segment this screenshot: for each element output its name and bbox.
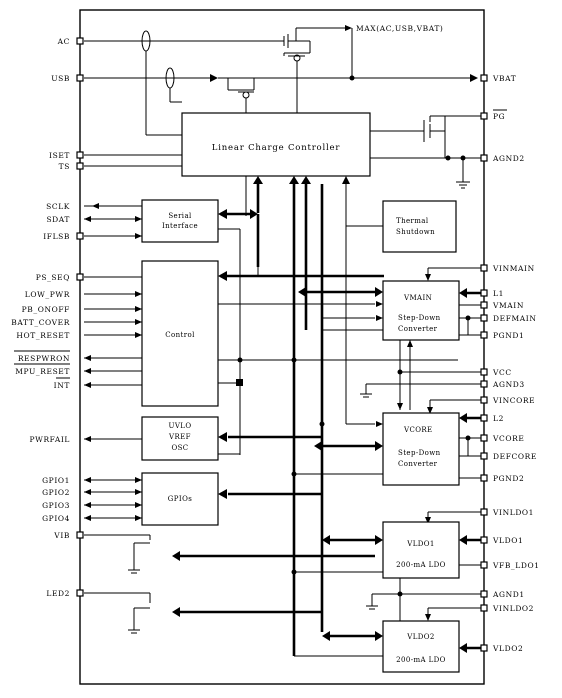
gpios-label: GPIOs [168,495,192,503]
vcore-label-3: Converter [398,460,438,468]
pin-vincore: VINCORE [492,396,535,405]
pin-pb-onoff: PB_ONOFF [22,305,70,314]
pin-led2: LED2 [46,589,70,598]
serial-label-1: Serial [168,212,192,220]
right-pin-labels: VBAT PG AGND2 VINMAIN L1 VMAIN DEFMAIN P… [492,74,540,653]
pin-agnd1: AGND1 [492,590,525,599]
bus-lines [84,176,484,657]
pin-int: INT [54,381,70,390]
vmain-label-1: VMAIN [403,294,432,302]
pin-sdat: SDAT [46,215,70,224]
charger-block: Linear Charge Controller [181,112,371,177]
ldo2-label-1: VLDO2 [406,633,435,641]
pin-vinmain: VINMAIN [492,264,535,273]
pin-ps-seq: PS_SEQ [36,273,70,282]
vmain-label-3: Converter [398,325,438,333]
charger-label: Linear Charge Controller [212,143,341,153]
pin-batt-cover: BATT_COVER [11,318,70,327]
pin-ac: AC [57,37,70,46]
uvlo-label-2: VREF [168,433,191,441]
pin-vbat: VBAT [492,74,516,83]
vcore-label-1: VCORE [403,426,433,434]
pin-mpu-reset: MPU_RESET [15,367,70,376]
pin-usb: USB [51,74,70,83]
pin-vcore: VCORE [492,434,524,443]
gpio-block: GPIOs [141,472,219,526]
ldo1-label-1: VLDO1 [406,540,435,548]
pin-pgnd1: PGND1 [493,331,524,340]
ldo2-block: VLDO2 200-mA LDO [382,620,460,673]
pin-pg: PG [493,112,505,121]
pin-pads [76,37,488,652]
pin-vinldo1: VINLDO1 [492,508,534,517]
pin-iflsb: IFLSB [43,232,70,241]
left-pin-wires [84,203,142,521]
pin-low-pwr: LOW_PWR [25,290,70,299]
pin-gpio4: GPIO4 [42,514,70,523]
pin-gpio1: GPIO1 [42,476,70,485]
pin-sclk: SCLK [46,202,70,211]
uvlo-label-3: OSC [171,444,188,452]
pin-vmain: VMAIN [492,301,524,310]
pin-defcore: DEFCORE [493,452,537,461]
pin-iset: ISET [49,151,70,160]
pin-pwrfail: PWRFAIL [29,435,70,444]
max-output-label: MAX(AC,USB,VBAT) [356,24,443,33]
pin-agnd3: AGND3 [492,380,525,389]
thermal-label-2: Shutdown [396,228,435,236]
serial-label-2: Interface [162,222,198,230]
pin-l2: L2 [493,414,504,423]
ldo2-label-2: 200-mA LDO [396,656,446,664]
pin-pgnd2: PGND2 [493,474,524,483]
vcore-block: VCORE Step-Down Converter [382,412,460,486]
pin-vldo1: VLDO1 [492,536,523,545]
pin-vldo2: VLDO2 [492,644,523,653]
power-path [84,25,484,189]
pin-ts: TS [59,162,70,171]
ldo1-label-2: 200-mA LDO [396,561,446,569]
left-overbars [14,350,70,379]
control-block: Control [141,260,219,407]
pin-l1: L1 [493,289,504,298]
vmain-label-2: Step-Down [398,314,441,322]
pin-hot-reset: HOT_RESET [16,331,70,340]
thermal-block: Thermal Shutdown [382,200,457,253]
pin-gpio3: GPIO3 [42,501,70,510]
control-label: Control [165,331,195,339]
thermal-label-1: Thermal [396,217,429,225]
pin-respwron: RESPWRON [18,354,70,363]
uvlo-label-1: UVLO [169,422,192,430]
left-pin-labels: AC USB ISET TS SCLK SDAT IFLSB PS_SEQ LO… [11,37,70,598]
pin-vfb-ldo1: VFB_LDO1 [492,561,540,570]
serial-interface-block: Serial Interface [141,199,219,243]
pin-vinldo2: VINLDO2 [492,604,534,613]
pin-vcc: VCC [492,368,512,377]
pin-vib: VIB [53,531,70,540]
vcore-label-2: Step-Down [398,449,441,457]
pin-agnd2: AGND2 [492,154,525,163]
pin-gpio2: GPIO2 [42,488,70,497]
pin-defmain: DEFMAIN [493,314,537,323]
vmain-block: VMAIN Step-Down Converter [382,280,460,341]
ldo1-block: VLDO1 200-mA LDO [382,521,460,579]
chip-outline [79,9,485,685]
uvlo-block: UVLO VREF OSC [141,416,219,461]
